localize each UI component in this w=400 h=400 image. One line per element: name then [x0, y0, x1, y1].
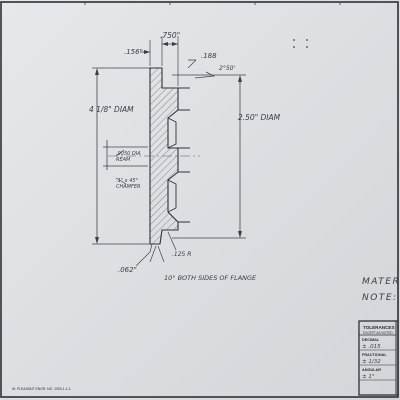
- dim-inner-dia: 2.50" DIAM: [238, 113, 281, 122]
- material-note: MATERIAL: [362, 277, 400, 287]
- dim-angle-top: 2°50': [219, 65, 235, 72]
- tolerance-angular-value: ± 1°: [362, 374, 375, 380]
- arrowheads: [95, 42, 242, 244]
- dim-top-width: .750": [160, 31, 180, 40]
- registration-marks: [293, 39, 308, 48]
- tolerance-angular-label: ANGULAR: [362, 368, 381, 372]
- dim-flange: .188: [201, 52, 217, 60]
- tolerance-decimal-label: DECIMAL: [362, 338, 380, 342]
- dim-bottom-note: 10° BOTH SIDES OF FLANGE: [164, 274, 257, 282]
- tolerance-fractional-value: ± 1/32: [362, 359, 381, 365]
- tolerance-block: TOLERANCES EXCEPT AS NOTED DECIMAL ± .01…: [358, 320, 399, 396]
- part-profile-lines: [162, 87, 190, 223]
- hub-faces: [167, 117, 177, 213]
- tolerance-header: TOLERANCES: [363, 325, 395, 330]
- dim-outer-dia: 4 1/8" DIAM: [89, 105, 134, 114]
- tolerance-decimal-value: ± .015: [362, 344, 381, 350]
- dim-bottom-radius: .125 R: [172, 251, 191, 258]
- dim-bore-lower: .1" x 45°CHAMFER: [116, 178, 141, 190]
- tolerance-fractional-label: FRACTIONAL: [362, 353, 387, 357]
- tolerance-subheader: EXCEPT AS NOTED: [363, 331, 393, 335]
- dim-bottom-step: .062": [118, 266, 137, 274]
- footer-print: W. PLEASANT ENGR. NO. 1000-1-1-1: [12, 387, 71, 391]
- border-ticks: [84, 2, 341, 5]
- dim-left-step: .156": [124, 48, 143, 56]
- leader-lines: [115, 59, 216, 267]
- extension-lines: [92, 36, 246, 245]
- drawing-note: NOTE: DR: [362, 293, 400, 303]
